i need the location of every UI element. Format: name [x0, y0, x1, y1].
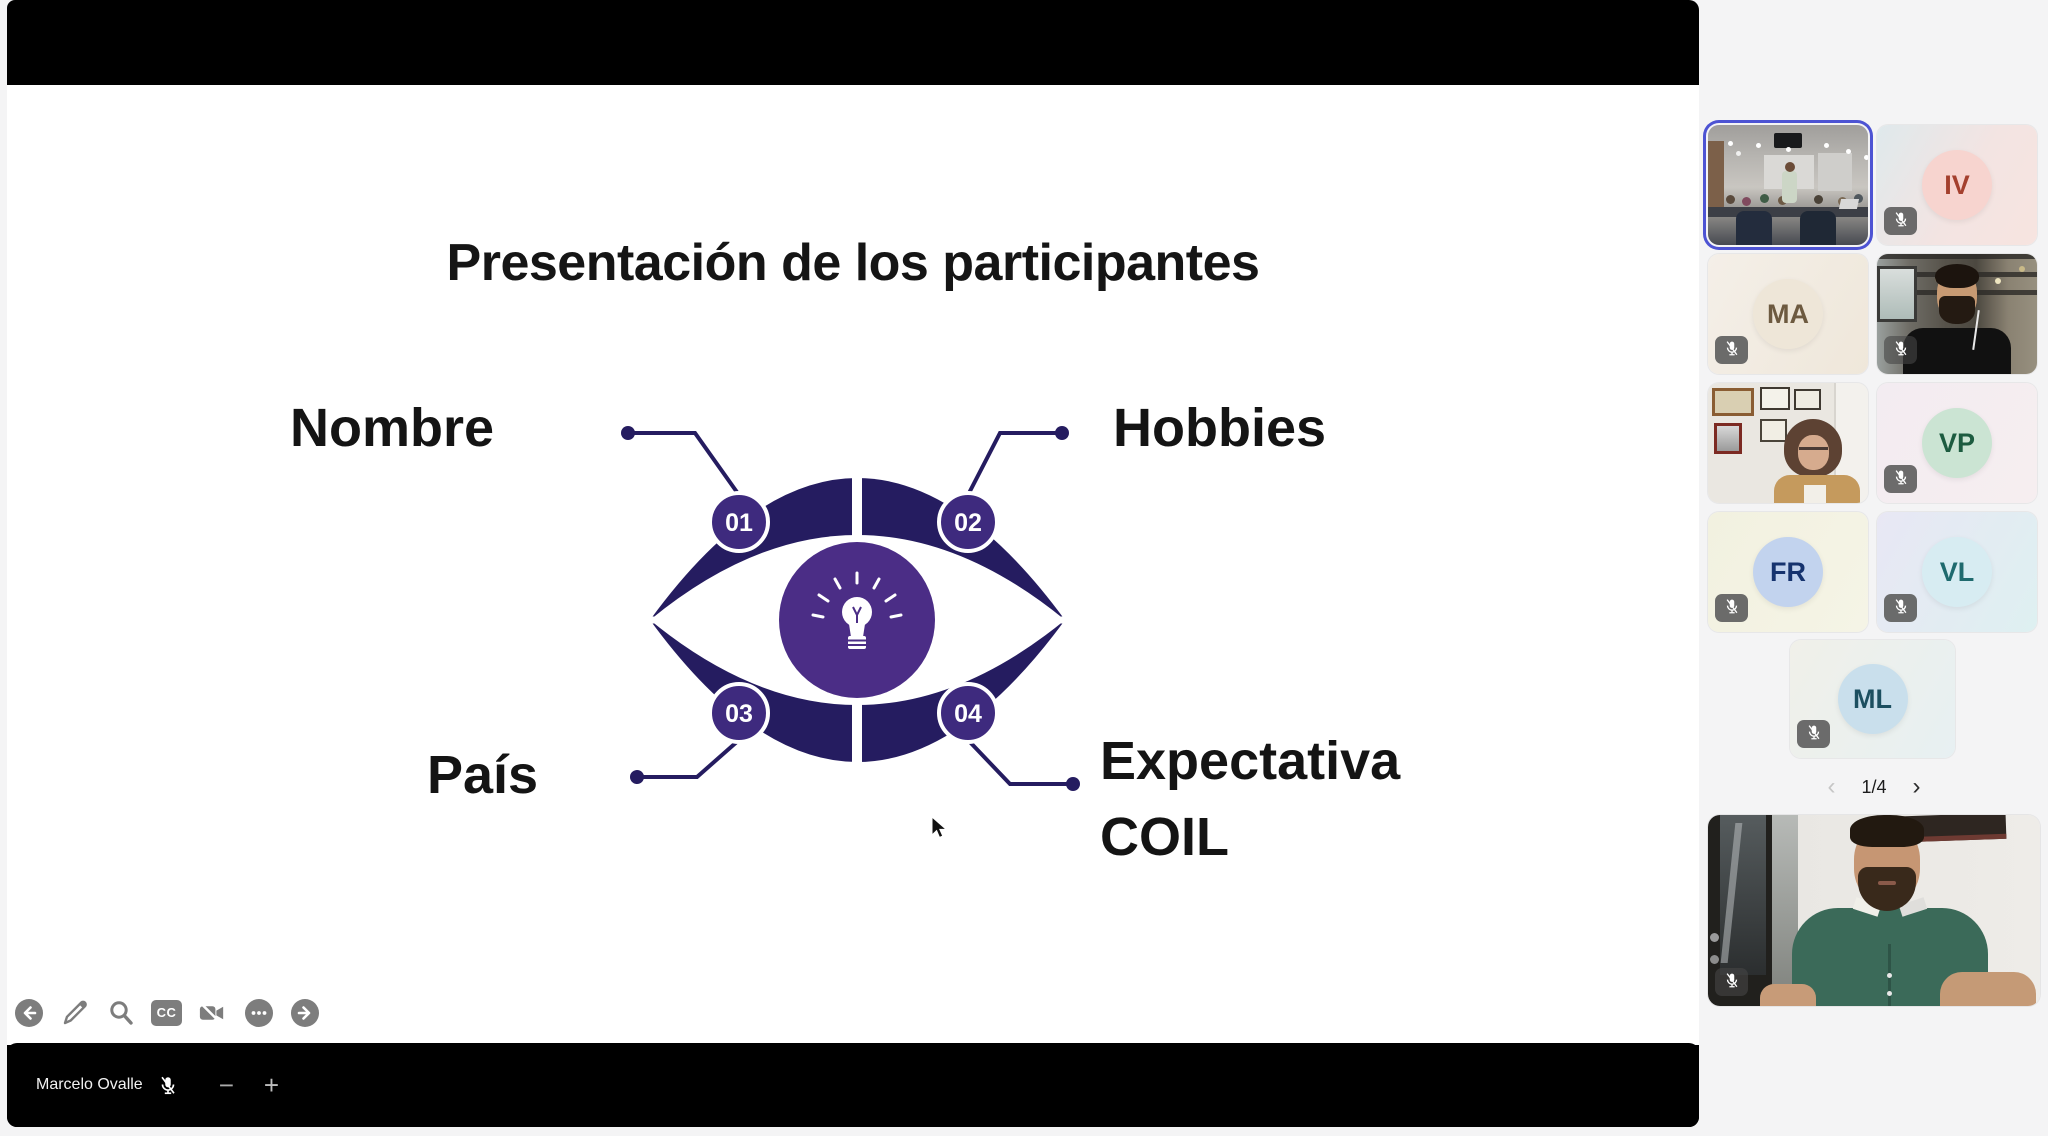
mic-muted-icon — [1892, 597, 1910, 620]
participant-tile-ml[interactable]: ML — [1790, 640, 1955, 758]
mic-muted-icon — [157, 1074, 179, 1096]
more-options-button[interactable] — [243, 997, 274, 1028]
mic-muted-icon — [1723, 971, 1741, 994]
presenter-toolbar: CC — [13, 997, 320, 1028]
framed-photo — [1714, 423, 1742, 454]
video-off-icon — [199, 1001, 224, 1024]
framed-certificate — [1760, 387, 1790, 410]
eye-idea-diagram: 01 02 03 04 — [621, 426, 1089, 791]
classroom-video — [1708, 125, 1868, 245]
slide-label-expectativa-coil: Expectativa COIL — [1100, 731, 1401, 867]
standing-presenter — [1782, 171, 1797, 203]
projector — [1774, 133, 1802, 148]
avatar: MA — [1753, 279, 1823, 349]
step-circles: 01 02 03 04 — [708, 491, 999, 744]
ellipsis-icon — [244, 998, 273, 1027]
participant-tile-vp[interactable]: VP — [1877, 383, 2037, 503]
framed-certificate — [1712, 388, 1754, 416]
mic-muted-icon — [1892, 210, 1910, 233]
participants-sidebar: IV MA — [1700, 0, 2048, 1136]
mic-muted-icon — [1723, 339, 1741, 362]
lightbulb-icon — [811, 571, 903, 649]
gallery-pagination: ‹ 1/4 › — [1700, 770, 2048, 804]
mic-muted-badge — [1884, 336, 1917, 364]
step-number-02: 02 — [954, 509, 982, 537]
participant-tile-fr[interactable]: FR — [1708, 512, 1868, 632]
connector-dot — [1055, 426, 1069, 440]
participant-tile-woman[interactable] — [1708, 383, 1868, 503]
person — [1903, 328, 2011, 374]
previous-page-button[interactable]: ‹ — [1827, 773, 1836, 800]
mic-muted-badge — [1884, 465, 1917, 493]
previous-slide-button[interactable] — [13, 997, 44, 1028]
office-video — [1877, 254, 2037, 374]
speaker-name: Marcelo Ovalle — [36, 1076, 143, 1093]
slide-label-nombre: Nombre — [290, 398, 495, 458]
pencil-icon — [63, 1000, 87, 1024]
mic-muted-badge — [1884, 207, 1917, 235]
avatar: VL — [1922, 537, 1992, 607]
slide-label-pais: País — [427, 745, 539, 805]
slide-title: Presentación de los participantes — [446, 234, 1260, 292]
step-number-04: 04 — [954, 700, 982, 728]
mic-muted-badge — [1884, 594, 1917, 622]
next-page-button[interactable]: › — [1912, 773, 1921, 800]
participant-tile-vl[interactable]: VL — [1877, 512, 2037, 632]
slide-label-hobbies: Hobbies — [1113, 398, 1327, 458]
participant-tile-ma[interactable]: MA — [1708, 254, 1868, 374]
video-off-button[interactable] — [197, 997, 228, 1028]
next-slide-button[interactable] — [289, 997, 320, 1028]
mouse-cursor — [931, 816, 948, 839]
connector-dot — [1066, 777, 1080, 791]
mic-muted-icon — [1805, 723, 1823, 746]
avatar: IV — [1922, 150, 1992, 220]
woman-video — [1708, 383, 1868, 503]
avatar: FR — [1753, 537, 1823, 607]
step-number-03: 03 — [725, 700, 753, 728]
audience — [1726, 195, 1735, 204]
arrow-right-circle-icon — [290, 998, 319, 1027]
shared-screen-region: Presentación de los participantes Nombre… — [7, 0, 1699, 1127]
closed-captions-button[interactable]: CC — [151, 997, 182, 1028]
participant-tile-iv[interactable]: IV — [1877, 125, 2037, 245]
zoom-in-button[interactable]: + — [263, 1070, 280, 1100]
participant-tile-bearded-man[interactable] — [1877, 254, 2037, 374]
arrow-left-circle-icon — [14, 998, 43, 1027]
connector-dot — [630, 770, 644, 784]
annotate-button[interactable] — [59, 997, 90, 1028]
mic-muted-icon — [1723, 597, 1741, 620]
participant-tile-classroom[interactable] — [1708, 125, 1868, 245]
avatar: VP — [1922, 408, 1992, 478]
page-indicator: 1/4 — [1861, 776, 1887, 797]
cc-icon: CC — [151, 999, 182, 1026]
mic-muted-badge — [1715, 594, 1748, 622]
framed-certificate — [1760, 419, 1787, 442]
framed-certificate — [1794, 389, 1821, 410]
magnifier-button[interactable] — [105, 997, 136, 1028]
mic-muted-badge — [1715, 968, 1748, 996]
presentation-slide: Presentación de los participantes Nombre… — [7, 85, 1699, 1045]
self-view-tile[interactable] — [1708, 815, 2040, 1006]
mic-muted-icon — [1892, 468, 1910, 491]
avatar: ML — [1837, 664, 1908, 734]
screen-share-status-bar: Marcelo Ovalle − + — [7, 1043, 1699, 1127]
mic-muted-icon — [1892, 339, 1910, 362]
step-number-01: 01 — [725, 509, 753, 537]
self-video — [1708, 815, 2040, 1006]
mic-muted-badge — [1715, 336, 1748, 364]
magnifier-icon — [109, 1000, 133, 1025]
zoom-out-button[interactable]: − — [218, 1070, 234, 1100]
mic-muted-badge — [1797, 720, 1830, 748]
connector-dot — [621, 426, 635, 440]
